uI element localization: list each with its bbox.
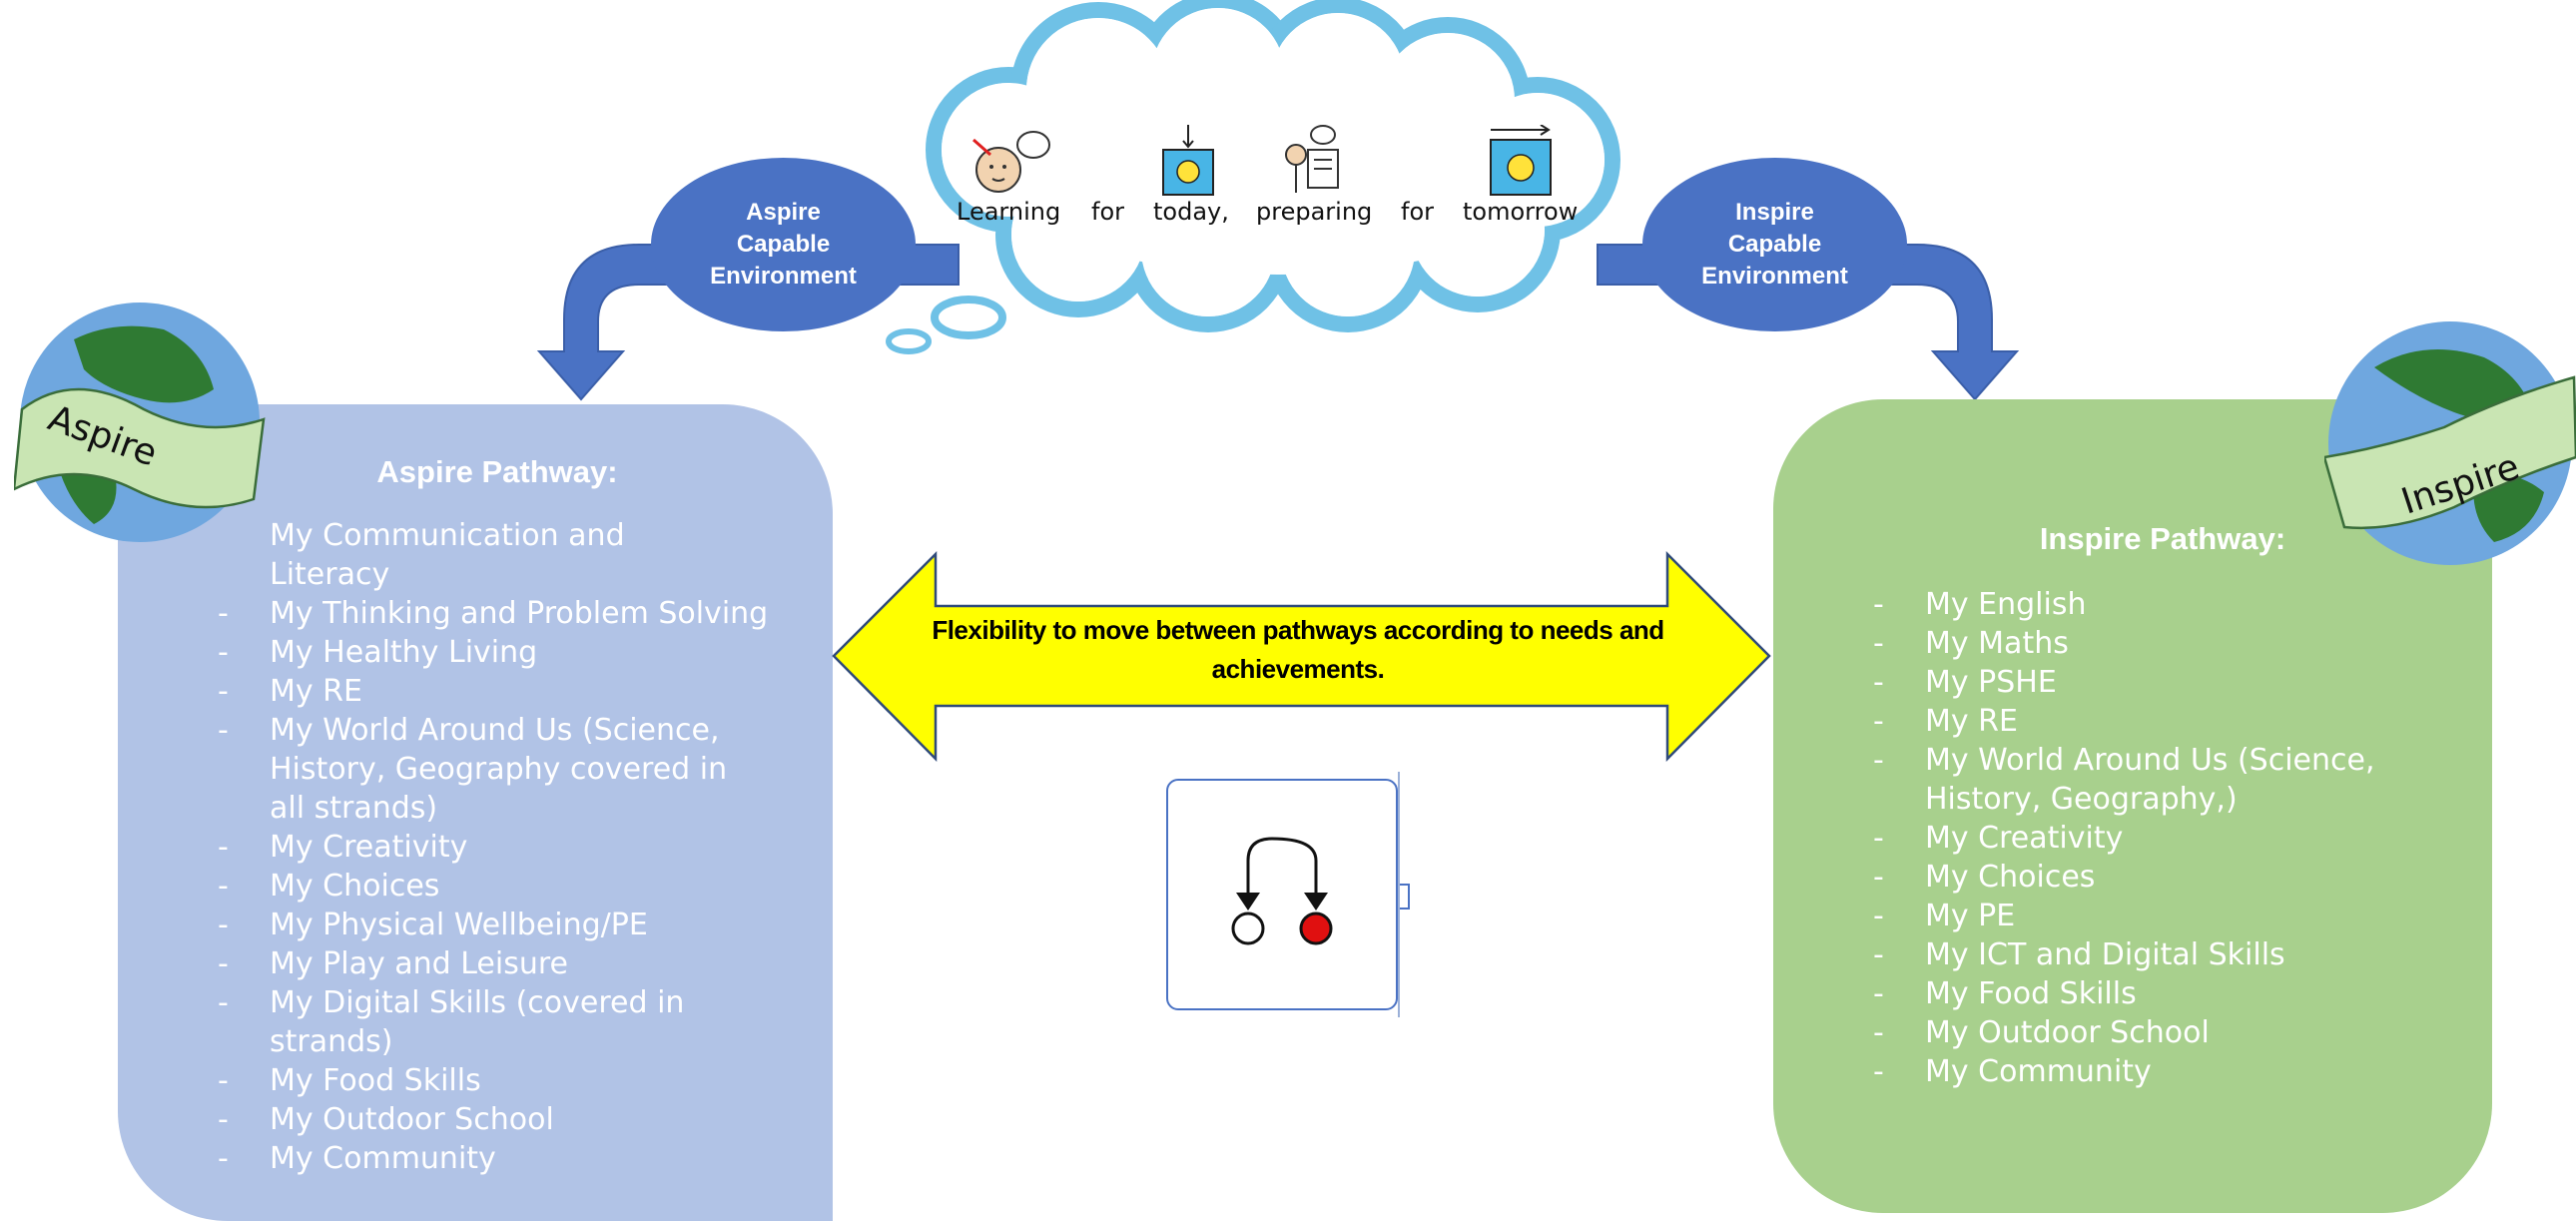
aspire-item: -My Thinking and Problem Solving xyxy=(218,596,769,631)
aspire-globe-icon: Aspire xyxy=(14,303,266,542)
cloud-word-6: tomorrow xyxy=(1463,198,1579,226)
inspire-item: -My Community xyxy=(1873,1054,2152,1089)
card-edge-tick xyxy=(1400,884,1410,910)
inspire-item: -My PE xyxy=(1873,899,2016,933)
aspire-item: -My Choices xyxy=(218,869,440,904)
inspire-globe-banner xyxy=(2324,375,2576,530)
aspire-item: -History, Geography covered in xyxy=(270,752,728,787)
aspire-globe-banner xyxy=(14,387,266,509)
inspire-item: -My ICT and Digital Skills xyxy=(1873,937,2285,972)
aspire-pathway-panel: Aspire Pathway: -My Communication and -L… xyxy=(118,404,833,1221)
inspire-item: -My Outdoor School xyxy=(1873,1015,2210,1050)
inspire-subject-list: -My English -My Maths -My PSHE -My RE -M… xyxy=(1873,585,2472,1091)
inspire-bubble-line3: Environment xyxy=(1701,263,1848,290)
inspire-bubble-line1: Inspire xyxy=(1735,199,1814,226)
aspire-item: -My Outdoor School xyxy=(218,1102,554,1137)
inspire-item: -My PSHE xyxy=(1873,665,2057,700)
inspire-item: -My RE xyxy=(1873,704,2018,739)
choice-symbol-card xyxy=(1166,779,1398,1010)
preparing-icon xyxy=(1285,125,1339,193)
inspire-bubble-line2: Capable xyxy=(1727,231,1822,258)
inspire-item: -My World Around Us (Science, xyxy=(1873,743,2375,778)
thought-cloud xyxy=(886,0,1620,354)
cloud-word-5: for xyxy=(1401,198,1434,226)
aspire-item: -My Play and Leisure xyxy=(218,946,569,981)
aspire-subject-list: -My Communication and -Literacy -My Thin… xyxy=(218,516,797,1178)
inspire-item: -My English xyxy=(1873,587,2087,622)
cloud-word-3: today, xyxy=(1153,198,1229,226)
card-edge-marker xyxy=(1398,772,1400,1017)
cloud-word-1: Learning xyxy=(957,198,1061,226)
inspire-item: -My Food Skills xyxy=(1873,976,2137,1011)
choose-between-icon xyxy=(1231,837,1333,945)
flexibility-line2: achievements. xyxy=(1211,654,1385,684)
aspire-item: -My World Around Us (Science, xyxy=(218,713,720,748)
inspire-globe-icon: Inspire xyxy=(2324,321,2576,565)
aspire-item: -strands) xyxy=(270,1024,393,1059)
learning-head-icon xyxy=(972,131,1050,193)
aspire-item: -My Physical Wellbeing/PE xyxy=(218,908,648,942)
aspire-pathway-title: Aspire Pathway: xyxy=(376,454,618,489)
flexibility-statement: Flexibility to move between pathways acc… xyxy=(919,611,1677,689)
aspire-bubble-line2: Capable xyxy=(736,231,831,258)
inspire-item: -My Choices xyxy=(1873,860,2096,895)
inspire-pathway-title: Inspire Pathway: xyxy=(2039,521,2286,556)
inspire-environment-bubble: Inspire Capable Environment xyxy=(1642,158,1907,331)
inspire-item: -History, Geography,) xyxy=(1925,782,2238,817)
aspire-item: -all strands) xyxy=(270,791,438,826)
aspire-item: -My Creativity xyxy=(218,830,468,865)
aspire-item: -My Communication and xyxy=(270,518,625,553)
today-sun-icon xyxy=(1162,125,1214,196)
inspire-item: -My Maths xyxy=(1873,626,2069,661)
aspire-environment-bubble: Aspire Capable Environment xyxy=(651,158,916,331)
aspire-bubble-line3: Environment xyxy=(710,263,857,290)
double-headed-arrow xyxy=(832,550,1771,763)
aspire-item: -My Community xyxy=(218,1141,496,1176)
cloud-word-4: preparing xyxy=(1256,198,1373,226)
aspire-item: -Literacy xyxy=(270,557,390,592)
tomorrow-sun-icon xyxy=(1490,125,1552,196)
inspire-item: -My Creativity xyxy=(1873,821,2124,856)
aspire-item: -My Food Skills xyxy=(218,1063,481,1098)
flexibility-line1: Flexibility to move between pathways acc… xyxy=(932,615,1664,645)
aspire-item: -My Digital Skills (covered in xyxy=(218,985,685,1020)
aspire-bubble-line1: Aspire xyxy=(746,199,821,226)
cloud-word-2: for xyxy=(1091,198,1124,226)
aspire-item: -My RE xyxy=(218,674,362,709)
aspire-item: -My Healthy Living xyxy=(218,635,538,670)
